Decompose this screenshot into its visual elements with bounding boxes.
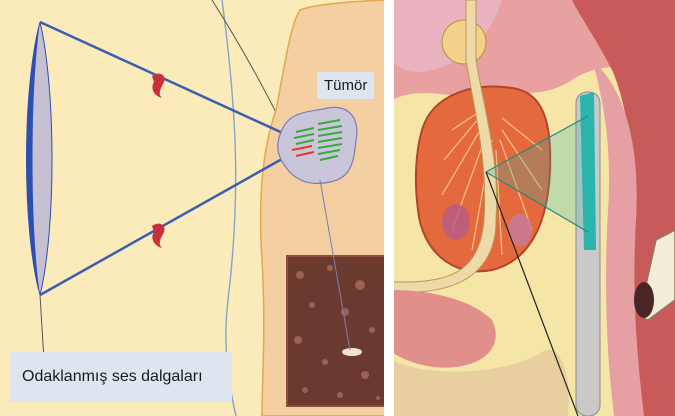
lesion	[442, 204, 470, 240]
anatomy-panel	[392, 0, 675, 416]
focused-waves-caption: Odaklanmış ses dalgaları	[10, 352, 232, 402]
prostate-anatomy-illustration	[392, 0, 675, 416]
bone-end	[634, 282, 654, 318]
seminal-vesicle	[442, 20, 486, 64]
lesion-spot	[342, 348, 362, 356]
focused-ultrasound-panel: Tümör Odaklanmış ses dalgaları	[0, 0, 386, 416]
tumor-label: Tümör	[317, 72, 374, 99]
tumor-shape	[278, 107, 357, 183]
